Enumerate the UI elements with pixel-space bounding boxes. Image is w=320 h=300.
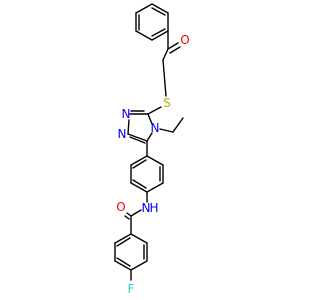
bond [127,119,130,135]
fluorine-label: F [128,282,135,296]
bond [147,106,162,115]
bond [127,133,148,142]
oxygen-ketone-label: O [180,33,189,47]
nitrogen-n1-label: N [122,107,131,121]
bond [162,59,167,97]
sulfur-label: S [163,96,171,110]
bond [147,113,153,125]
bond [167,42,179,50]
molecule-diagram: O S N N N N H O F [114,3,190,296]
amide-nitrogen-label: N [142,201,151,215]
bond [135,30,153,41]
bond [146,132,153,142]
atom-labels: O S N N N N H O F [116,33,189,296]
bond [151,30,169,41]
bond [116,237,131,247]
bond [130,260,148,271]
bond [130,209,142,217]
bond [146,155,164,166]
bond [151,3,169,14]
structure-svg: O S N N N N H O F [114,3,190,296]
bond [130,155,148,166]
bond [162,48,169,61]
bond [151,28,166,37]
bond [151,7,166,16]
bond [114,233,132,244]
bond [129,136,146,144]
bond [116,257,131,267]
bond [126,212,132,217]
bond [130,182,148,193]
nitrogen-n2-label: N [118,127,127,141]
bond [172,117,184,133]
amide-hydrogen-label: H [149,201,158,215]
bond [146,182,164,193]
bond [130,233,148,244]
nitrogen-n4-label: N [151,121,160,135]
bond [169,46,181,54]
bond [132,179,147,189]
bonds [114,3,184,281]
bond [132,159,147,169]
bond [159,128,174,133]
bond [114,260,132,271]
bond [124,215,130,220]
bond [135,3,153,14]
oxygen-amide-label: O [116,200,125,214]
